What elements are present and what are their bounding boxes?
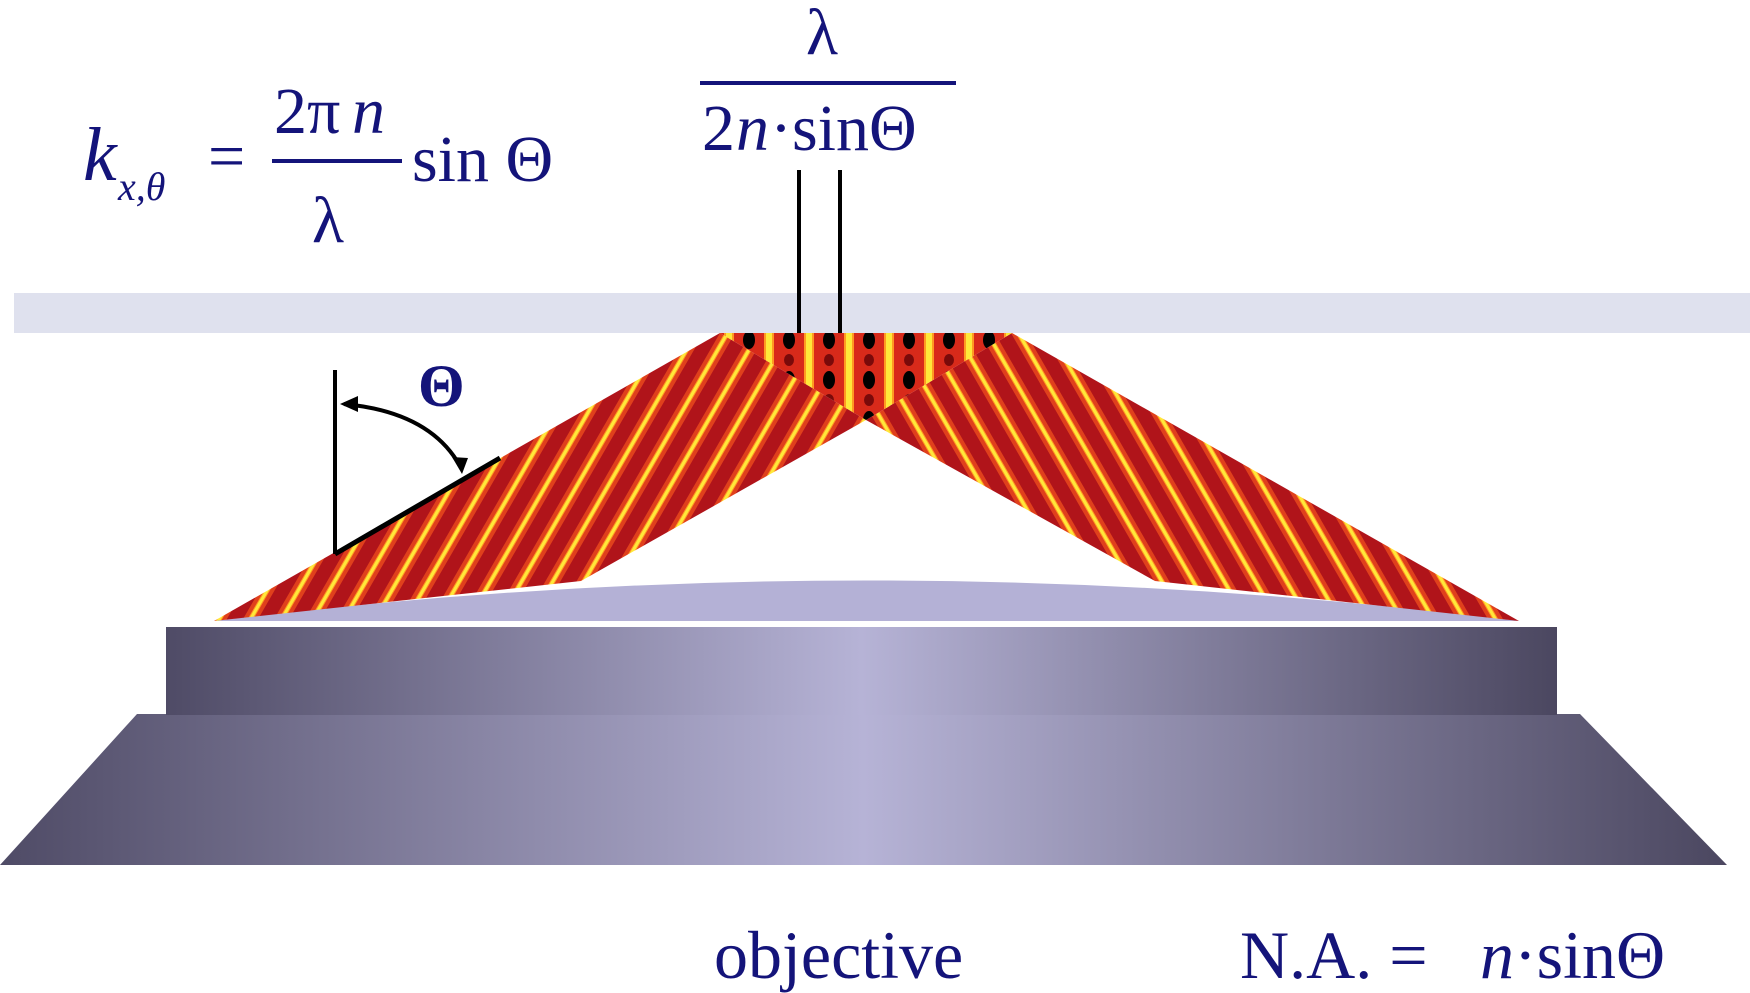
na-formula-n: n [1480,917,1514,993]
objective-base [0,714,1727,865]
right-beam [866,333,1519,621]
formula-k-subscript: x,θ [117,164,165,209]
formula-k: k x,θ = 2π n λ sin Θ [83,75,553,257]
cover-glass [14,293,1750,333]
angle-arrow-tail-head [452,457,468,474]
formula-k-equals: = [208,120,245,193]
objective-label: objective [714,917,963,993]
formula-k-sin: sin Θ [412,123,553,196]
left-beam [214,333,866,621]
formula-k-numerator-2pi: 2π [274,75,340,148]
angle-arrow-head [340,396,358,412]
resolution-denominator-n: n [736,92,769,165]
formula-k-numerator-n: n [352,75,385,148]
formula-k-symbol: k [83,113,118,197]
na-formula: N.A. = n ·sinΘ [1240,917,1665,993]
na-formula-suffix: ·sinΘ [1514,917,1665,993]
beam-edge-line [333,455,502,557]
interference-pattern [720,333,1012,420]
front-lens [214,580,1519,621]
angle-arc [343,402,462,467]
formula-k-denominator: λ [312,184,344,257]
angle-theta-label: Θ [418,353,465,419]
na-formula-prefix: N.A. = [1240,917,1428,993]
resolution-formula: λ 2 n ·sinΘ [700,0,956,165]
resolution-denominator-2: 2 [702,92,735,165]
resolution-numerator: λ [806,0,838,69]
objective-body [166,627,1557,715]
resolution-denominator-rest: ·sinΘ [770,92,917,165]
